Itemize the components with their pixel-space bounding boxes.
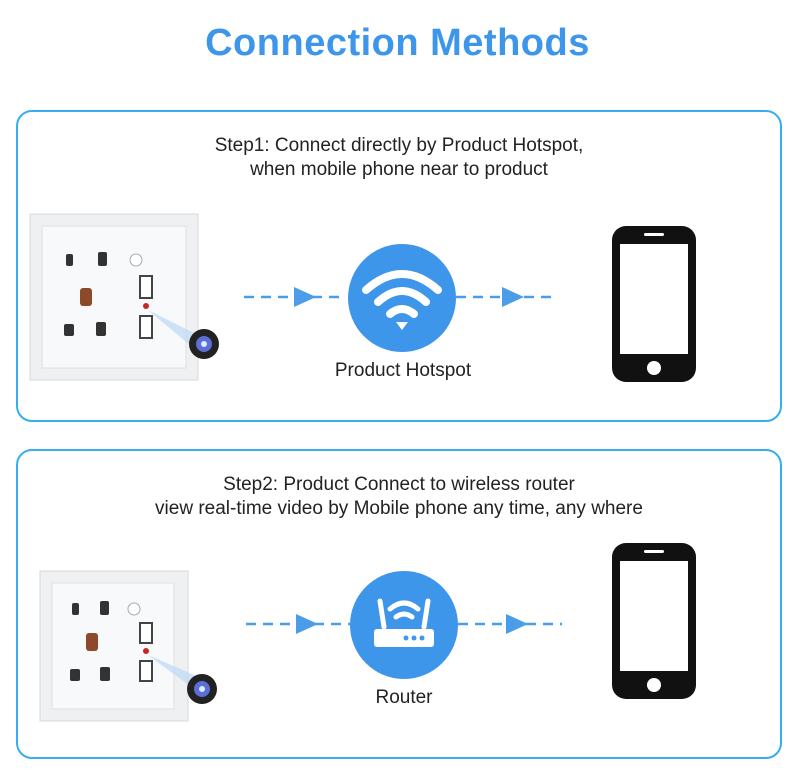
page-title: Connection Methods [205, 22, 590, 64]
router-label: Router [375, 687, 433, 708]
wifi-icon [348, 244, 456, 352]
arrow-to-phone [458, 614, 562, 634]
smartphone-icon [612, 226, 696, 382]
arrow-to-hotspot [244, 287, 344, 307]
wall-socket-image [39, 570, 217, 722]
step1-line2: when mobile phone near to product [250, 159, 548, 180]
step2-line2: view real-time video by Mobile phone any… [155, 498, 643, 519]
step1-panel: Step1: Connect directly by Product Hotsp… [16, 110, 782, 422]
step2-line1: Step2: Product Connect to wireless route… [223, 474, 575, 495]
step2-panel: Step2: Product Connect to wireless route… [16, 449, 782, 759]
smartphone-icon [612, 543, 696, 699]
arrow-to-router [246, 614, 350, 634]
arrow-to-phone [456, 287, 556, 307]
wall-socket-image [29, 213, 219, 381]
hotspot-label: Product Hotspot [334, 360, 472, 381]
router-icon [350, 571, 458, 679]
step1-line1: Step1: Connect directly by Product Hotsp… [214, 135, 584, 156]
